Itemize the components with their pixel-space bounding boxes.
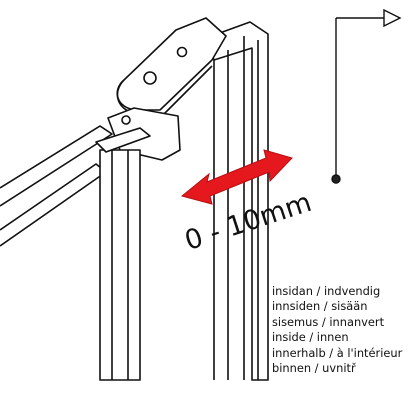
rear-profile — [205, 21, 269, 381]
front-profile — [99, 149, 141, 381]
glass-panel-lower-edge — [0, 163, 107, 247]
profile-drawing — [0, 17, 269, 381]
bracket-screw-2 — [176, 46, 188, 58]
inside-label-line: innsiden / sisään — [272, 299, 368, 314]
bracket-screw-1 — [143, 71, 157, 85]
top-bracket — [116, 17, 227, 111]
inside-label-line: binnen / uvnitř — [272, 361, 356, 376]
inside-label-line: sisemus / innanvert — [272, 314, 385, 329]
inside-label-line: inside / innen — [272, 330, 349, 345]
front-profile-cap — [95, 127, 151, 153]
inside-label-line: insidan / indvendig — [272, 284, 381, 298]
inside-labels: insidan / indvendig innsiden / sisään si… — [272, 284, 407, 376]
pivot-screw — [121, 115, 131, 125]
inside-direction-pointer-icon — [331, 8, 402, 184]
adjustment-double-arrow-icon — [180, 149, 293, 205]
inside-label-line: innerhalb / à l'intérieur — [272, 345, 403, 360]
glass-panel-edge — [0, 125, 113, 207]
